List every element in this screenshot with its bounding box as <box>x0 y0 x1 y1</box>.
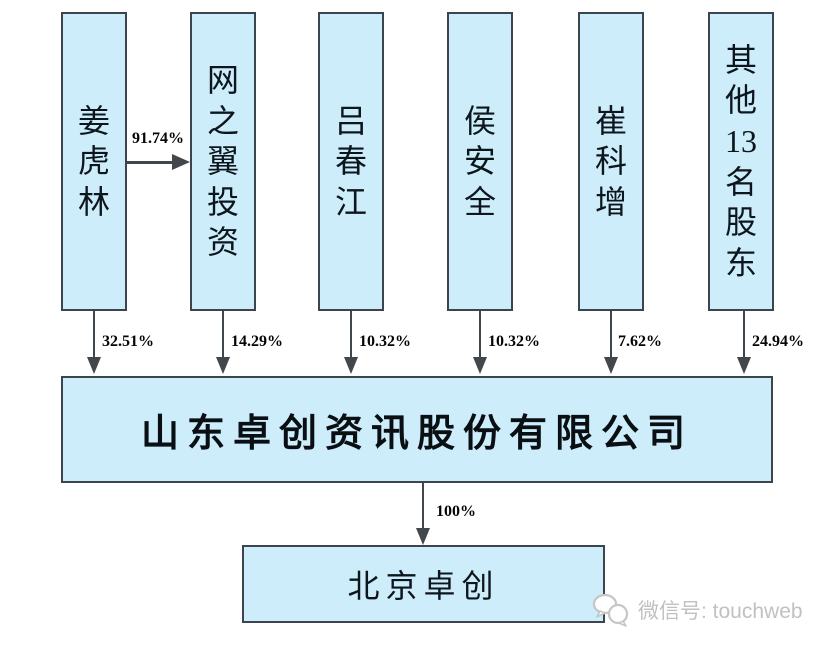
shareholder-label: 吕春江 <box>334 102 367 220</box>
subsidiary-arrow-head-icon <box>416 528 430 545</box>
stake-label: 24.94% <box>752 333 804 350</box>
transfer-arrow-line <box>127 161 174 164</box>
ownership-arrow-head-icon <box>344 357 358 374</box>
shareholder-box-wangzhiyi: 网之翼投资 <box>190 12 256 311</box>
shareholder-label: 崔科增 <box>594 102 627 220</box>
subsidiary-stake-label: 100% <box>436 503 476 520</box>
shareholder-label: 姜虎林 <box>77 102 110 220</box>
shareholder-label: 其他13名股东 <box>724 41 757 281</box>
ownership-arrow-line <box>350 311 352 359</box>
watermark-text: 微信号: touchweb <box>638 600 803 623</box>
shareholder-box-jianghulin: 姜虎林 <box>61 12 127 311</box>
ownership-arrow-line <box>743 311 745 359</box>
transfer-arrow-head-icon <box>172 154 190 170</box>
company-box: 山东卓创资讯股份有限公司 <box>61 376 773 483</box>
subsidiary-name: 北京卓创 <box>347 568 500 604</box>
subsidiary-arrow-line <box>422 483 424 530</box>
ownership-arrow-head-icon <box>473 357 487 374</box>
ownership-arrow-head-icon <box>604 357 618 374</box>
shareholder-box-cuikezeng: 崔科增 <box>578 12 644 311</box>
stake-label: 10.32% <box>488 333 540 350</box>
ownership-arrow-head-icon <box>87 357 101 374</box>
stake-label: 14.29% <box>231 333 283 350</box>
ownership-arrow-head-icon <box>216 357 230 374</box>
wechat-icon <box>592 593 629 627</box>
ownership-arrow-line <box>610 311 612 359</box>
shareholder-label: 侯安全 <box>463 102 496 220</box>
ownership-arrow-line <box>479 311 481 359</box>
stake-label: 10.32% <box>359 333 411 350</box>
stake-label: 7.62% <box>618 333 662 350</box>
company-name: 山东卓创资讯股份有限公司 <box>140 413 693 455</box>
transfer-stake-label: 91.74% <box>132 130 184 147</box>
shareholder-label: 网之翼投资 <box>206 61 239 261</box>
subsidiary-box: 北京卓创 <box>242 545 605 623</box>
ownership-arrow-line <box>93 311 95 359</box>
stake-label: 32.51% <box>102 333 154 350</box>
ownership-arrow-head-icon <box>737 357 751 374</box>
shareholder-box-lvchunjiang: 吕春江 <box>318 12 384 311</box>
shareholder-box-others: 其他13名股东 <box>708 12 774 311</box>
watermark: 微信号: touchweb <box>592 593 803 627</box>
shareholder-box-houanquan: 侯安全 <box>447 12 513 311</box>
ownership-arrow-line <box>222 311 224 359</box>
